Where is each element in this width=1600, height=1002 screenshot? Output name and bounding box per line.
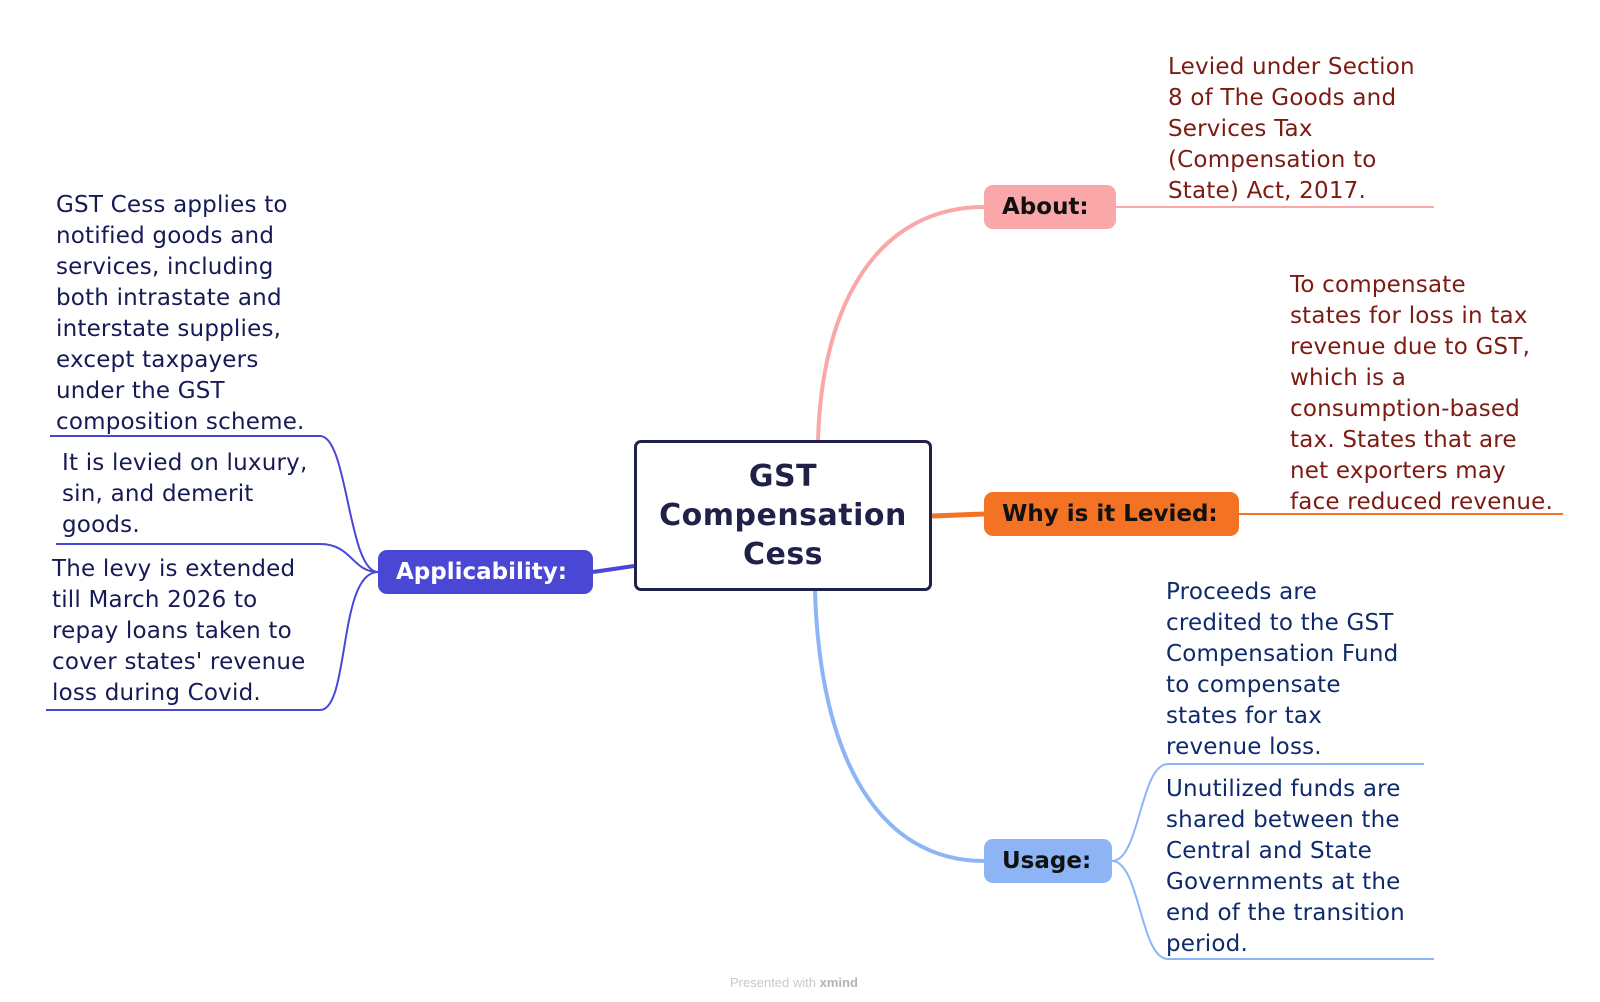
note-line: period. (1166, 931, 1248, 957)
note-line: Proceeds are (1166, 579, 1317, 605)
note-line: It is levied on luxury, (62, 450, 308, 476)
note-line: revenue loss. (1166, 734, 1322, 760)
note-line: both intrastate and (56, 285, 282, 311)
note-line: states for tax (1166, 703, 1323, 729)
note-line: To compensate (1290, 272, 1466, 298)
note-line: face reduced revenue. (1290, 489, 1553, 515)
note-line: The levy is extended (52, 556, 296, 582)
link-usage (813, 590, 985, 863)
topic-about[interactable]: About: (984, 185, 1116, 229)
note-line: 8 of The Goods and (1168, 85, 1397, 111)
note-line: Compensation Fund (1166, 641, 1399, 667)
note-why[interactable]: To compensate states for loss in tax rev… (1290, 270, 1553, 518)
note-line: till March 2026 to (52, 587, 258, 613)
note-usage-1[interactable]: Proceeds are credited to the GST Compens… (1166, 577, 1398, 763)
note-line: Levied under Section (1168, 54, 1415, 80)
central-topic[interactable]: GST Compensation Cess (634, 440, 932, 591)
note-line: credited to the GST (1166, 610, 1394, 636)
note-line: cover states' revenue (52, 649, 306, 675)
link-app-note-3 (319, 571, 379, 711)
note-line: GST Cess applies to (56, 192, 288, 218)
note-line: composition scheme. (56, 409, 305, 435)
link-app-note-2 (319, 543, 379, 573)
watermark-prefix: Presented with (730, 975, 816, 990)
note-line: Unutilized funds are (1166, 776, 1401, 802)
note-line: under the GST (56, 378, 225, 404)
note-line: Governments at the (1166, 869, 1401, 895)
note-line: State) Act, 2017. (1168, 178, 1367, 204)
note-applicability-1[interactable]: GST Cess applies to notified goods and s… (56, 190, 305, 438)
note-line: revenue due to GST, (1290, 334, 1531, 360)
note-line: tax. States that are (1290, 427, 1517, 453)
note-about[interactable]: Levied under Section 8 of The Goods and … (1168, 52, 1415, 207)
watermark: Presented with xmind (730, 975, 858, 990)
note-line: sin, and demerit (62, 481, 254, 507)
central-topic-line: GST (748, 459, 818, 494)
note-applicability-3[interactable]: The levy is extended till March 2026 to … (52, 554, 306, 709)
note-line: Services Tax (1168, 116, 1313, 142)
link-usage-note-1 (1111, 763, 1169, 862)
note-line: notified goods and (56, 223, 275, 249)
link-about (816, 205, 985, 441)
note-line: interstate supplies, (56, 316, 282, 342)
topic-why-is-it-levied[interactable]: Why is it Levied: (984, 492, 1239, 536)
link-applicability (592, 564, 635, 574)
topic-applicability[interactable]: Applicability: (378, 550, 593, 594)
note-line: net exporters may (1290, 458, 1506, 484)
note-line: loss during Covid. (52, 680, 261, 706)
note-line: shared between the (1166, 807, 1400, 833)
note-line: Central and State (1166, 838, 1372, 864)
note-usage-2[interactable]: Unutilized funds are shared between the … (1166, 774, 1405, 960)
note-applicability-2[interactable]: It is levied on luxury, sin, and demerit… (62, 448, 308, 541)
link-app-note-1 (319, 435, 379, 573)
note-line: states for loss in tax (1290, 303, 1528, 329)
topic-usage[interactable]: Usage: (984, 839, 1112, 883)
note-line: goods. (62, 512, 140, 538)
central-topic-line: Cess (742, 537, 824, 572)
note-line: services, including (56, 254, 274, 280)
central-topic-line: Compensation (659, 498, 907, 533)
note-line: which is a (1290, 365, 1407, 391)
note-line: except taxpayers (56, 347, 259, 373)
note-line: to compensate (1166, 672, 1341, 698)
link-why (931, 511, 985, 519)
xmind-logo: xmind (819, 975, 858, 990)
note-line: end of the transition (1166, 900, 1405, 926)
note-line: consumption-based (1290, 396, 1521, 422)
note-line: repay loans taken to (52, 618, 292, 644)
note-line: (Compensation to (1168, 147, 1377, 173)
link-usage-note-2 (1111, 860, 1169, 960)
